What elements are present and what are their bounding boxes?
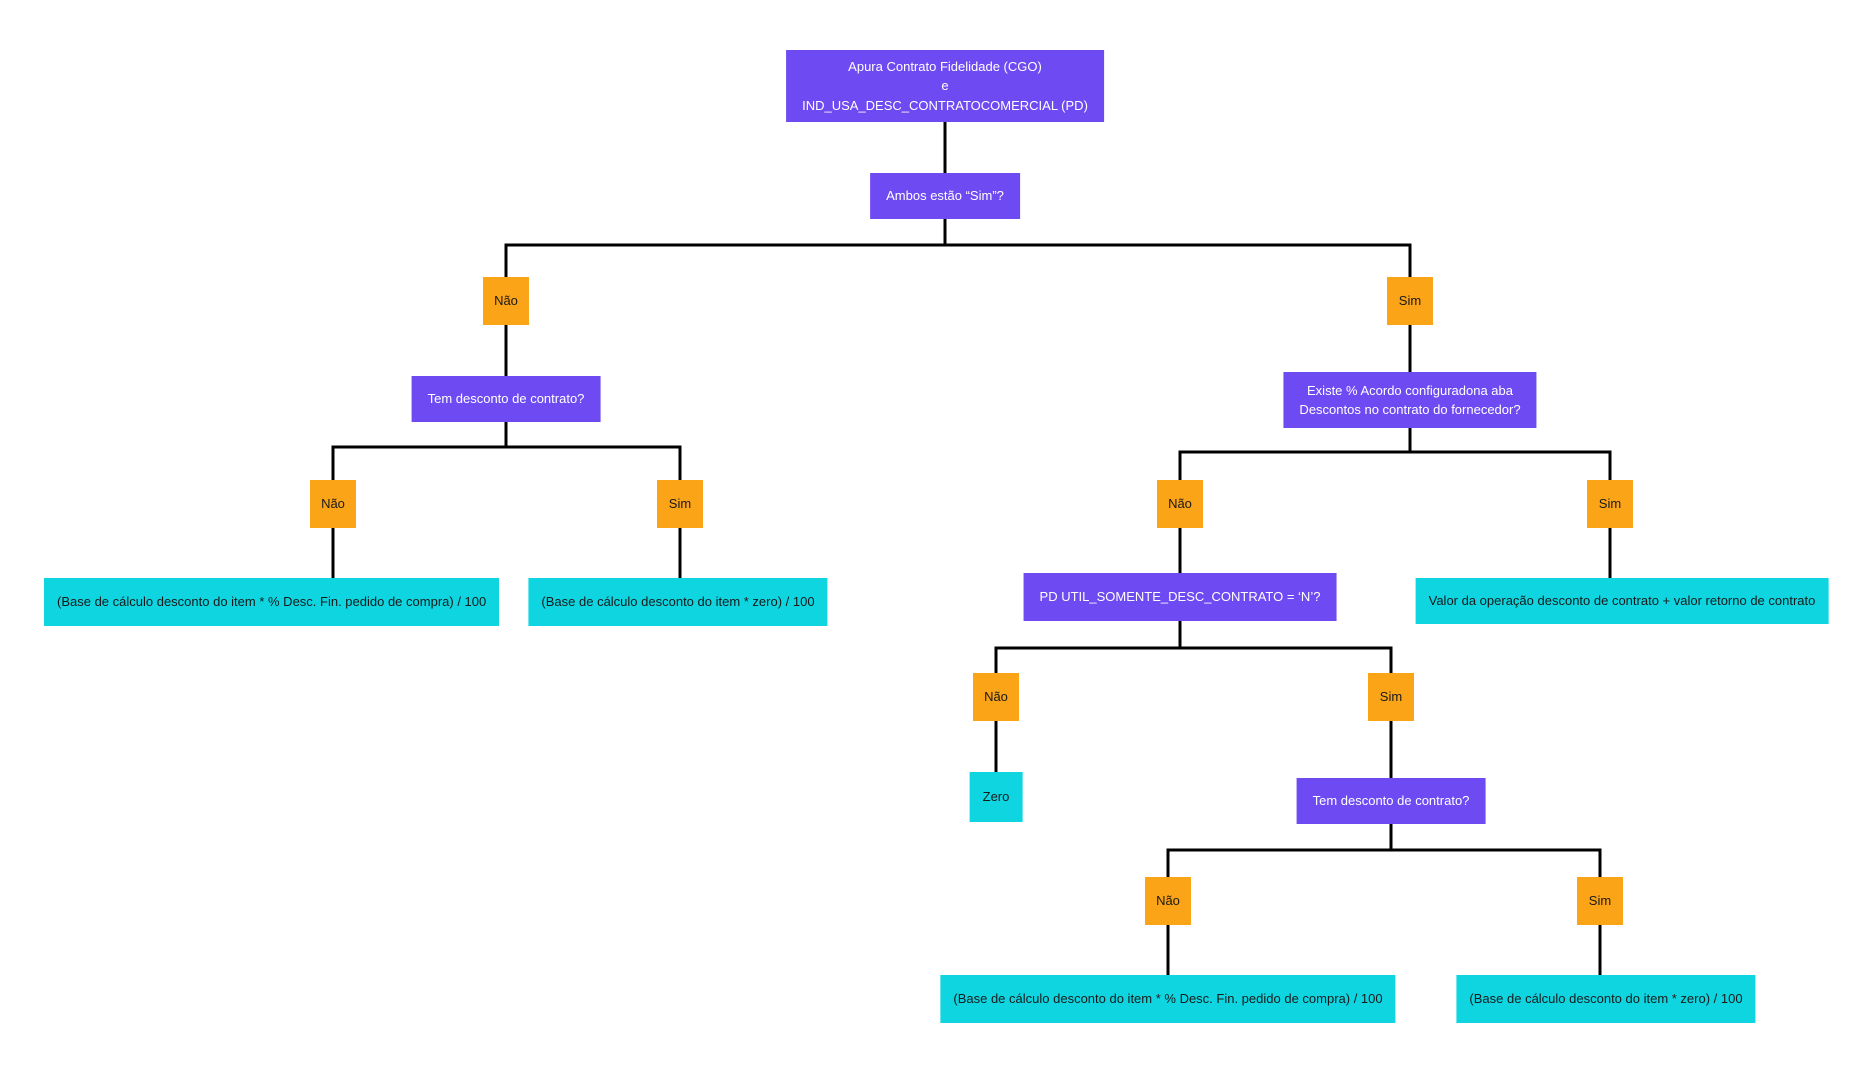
root-line1: Apura Contrato Fidelidade (CGO) [848,58,1042,74]
connector-pdutil-split-bar [994,646,1393,675]
result-base-zero-left-label: (Base de cálculo desconto do item * zero… [541,594,815,610]
question-both-yes-label: Ambos estão “Sim”? [886,188,1004,204]
branch-yes-4: Sim [1368,673,1414,721]
result-base-zero-right: (Base de cálculo desconto do item * zero… [1456,975,1756,1023]
branch-no-4: Não [973,673,1019,721]
branch-no-5: Não [1145,877,1191,925]
root-decision-node: Apura Contrato Fidelidade (CGO) e IND_US… [786,50,1104,122]
branch-no-3: Não [1157,480,1203,528]
branch-yes-1-label: Sim [1398,293,1422,309]
result-valor-operacao: Valor da operação desconto de contrato +… [1415,578,1829,624]
question-agreement-pct-line2: Descontos no contrato do fornecedor? [1299,402,1521,417]
question-pd-util: PD UTIL_SOMENTE_DESC_CONTRATO = ‘N’? [1023,573,1337,621]
branch-yes-2-label: Sim [668,496,692,512]
connector-temdesc1-split-bar [331,445,682,482]
question-pd-util-label: PD UTIL_SOMENTE_DESC_CONTRATO = ‘N’? [1039,589,1321,605]
result-base-pct-left-label: (Base de cálculo desconto do item * % De… [57,594,487,610]
branch-no-2: Não [310,480,356,528]
connector-ambos-split-bar [504,243,1412,279]
question-has-discount-right-label: Tem desconto de contrato? [1312,793,1470,809]
branch-yes-1: Sim [1387,277,1433,325]
question-both-yes: Ambos estão “Sim”? [870,173,1020,219]
root-line3: IND_USA_DESC_CONTRATOCOMERCIAL (PD) [802,97,1088,113]
result-zero-label: Zero [982,789,1010,805]
question-has-discount-left: Tem desconto de contrato? [411,376,601,422]
branch-yes-3: Sim [1587,480,1633,528]
question-has-discount-right: Tem desconto de contrato? [1296,778,1486,824]
result-base-pct-left: (Base de cálculo desconto do item * % De… [44,578,500,626]
result-base-pct-right: (Base de cálculo desconto do item * % De… [940,975,1396,1023]
result-base-pct-right-label: (Base de cálculo desconto do item * % De… [953,991,1383,1007]
branch-no-3-label: Não [1168,496,1192,512]
result-base-zero-left: (Base de cálculo desconto do item * zero… [528,578,828,626]
branch-no-1: Não [483,277,529,325]
branch-no-1-label: Não [494,293,518,309]
question-has-discount-left-label: Tem desconto de contrato? [427,391,585,407]
result-valor-operacao-label: Valor da operação desconto de contrato +… [1428,593,1816,609]
result-base-zero-right-label: (Base de cálculo desconto do item * zero… [1469,991,1743,1007]
connector-existe-split-bar [1178,450,1612,482]
branch-no-4-label: Não [984,689,1008,705]
branch-no-2-label: Não [321,496,345,512]
branch-no-5-label: Não [1156,893,1180,909]
branch-yes-3-label: Sim [1598,496,1622,512]
branch-yes-5: Sim [1577,877,1623,925]
branch-yes-5-label: Sim [1588,893,1612,909]
result-zero: Zero [969,772,1023,822]
question-agreement-pct-line1: Existe % Acordo configuradona aba [1307,382,1513,398]
branch-yes-2: Sim [657,480,703,528]
connector-temdesc2-split-bar [1166,848,1602,879]
root-line2: e [941,78,949,94]
question-agreement-pct: Existe % Acordo configuradona aba Descon… [1283,372,1537,428]
branch-yes-4-label: Sim [1379,689,1403,705]
